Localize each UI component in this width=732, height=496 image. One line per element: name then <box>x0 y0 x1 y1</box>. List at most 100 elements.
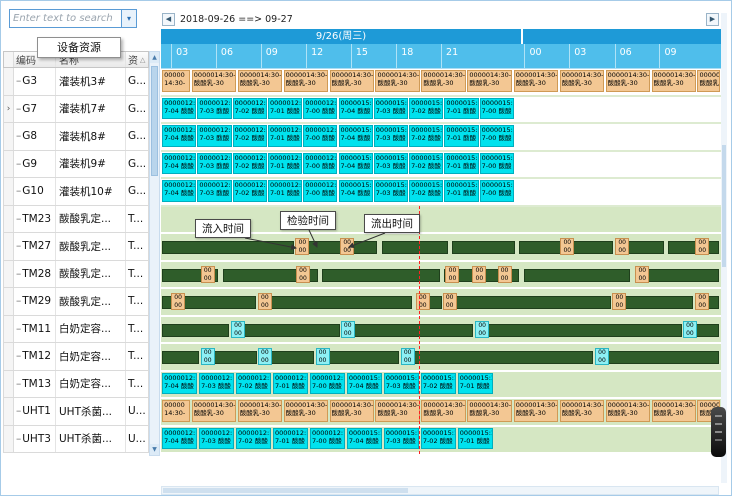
task-bar[interactable] <box>162 351 200 364</box>
task-bar[interactable] <box>322 268 440 282</box>
floating-tool-handle[interactable] <box>711 407 726 457</box>
task-bar[interactable]: 0000014:30-05酦酸乳-30 <box>467 400 512 422</box>
task-bar[interactable]: 0000014:30-05酦酸乳-30 <box>467 70 512 92</box>
task-bar[interactable] <box>452 241 515 254</box>
task-bar[interactable]: 0000014:30-11酦酸乳-30 <box>191 400 237 422</box>
table-scrollbar-thumb[interactable] <box>151 66 158 176</box>
task-bar[interactable]: 0000014:30-08酦酸乳-30 <box>329 400 374 422</box>
task-bar[interactable] <box>233 323 341 337</box>
task-bar[interactable]: 0000014:30-04酦酸乳-30 <box>513 400 559 422</box>
gantt-vscroll-thumb[interactable] <box>722 144 726 267</box>
task-bar[interactable] <box>477 323 682 337</box>
task-bar[interactable]: 0000014:30-10酦酸乳-30 <box>237 400 282 422</box>
task-bar[interactable] <box>162 241 295 254</box>
task-bar[interactable]: 0000014:30-09酦酸乳-30 <box>283 400 328 422</box>
task-bar[interactable] <box>668 241 719 254</box>
gantt-hscroll-thumb[interactable] <box>163 488 408 493</box>
task-bar[interactable] <box>381 241 448 254</box>
gantt-vertical-scrollbar[interactable] <box>721 13 727 483</box>
table-scrollbar[interactable]: ▲ ▼ <box>149 51 160 456</box>
task-bar[interactable]: 0000014:30-07酦酸乳-30 <box>375 70 420 92</box>
task-bar[interactable]: 0000014:30-02酦酸乳-30 <box>605 400 650 422</box>
task-bar[interactable]: 0000014:30-02酦酸乳-30 <box>605 70 650 92</box>
scroll-left-button[interactable]: ◀ <box>162 13 175 26</box>
header-code[interactable]: 编码 <box>14 52 56 67</box>
scroll-up-icon[interactable]: ▲ <box>150 52 159 63</box>
task-bar[interactable] <box>597 351 719 364</box>
task-bar[interactable]: 0000014:30-10酦酸乳-30 <box>237 70 282 92</box>
task-bar[interactable] <box>260 296 412 309</box>
scroll-down-icon[interactable]: ▼ <box>150 444 159 455</box>
task-bar[interactable]: 0000014:30-08酦酸乳-30 <box>329 70 374 92</box>
task-bar[interactable]: 0000014:30-11酦酸乳-30 <box>191 70 237 92</box>
task-bar[interactable] <box>162 296 257 309</box>
